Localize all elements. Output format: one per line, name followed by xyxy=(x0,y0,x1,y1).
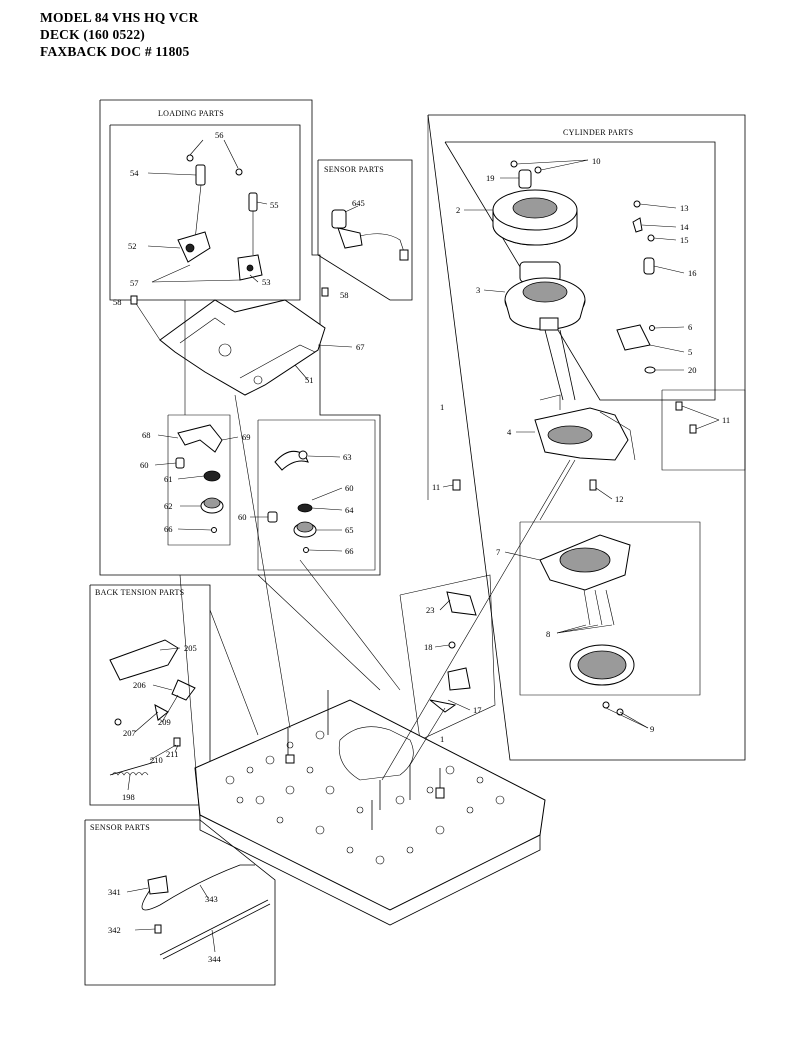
callout-66-left: 66 xyxy=(164,524,173,534)
loading-arm-assembly xyxy=(177,231,263,281)
callout-4: 4 xyxy=(507,427,512,437)
callout-5: 5 xyxy=(688,347,692,357)
loading-gears-left xyxy=(167,414,231,546)
callout-63: 63 xyxy=(343,452,352,462)
callout-207: 207 xyxy=(123,728,136,738)
callout-3: 3 xyxy=(476,285,480,295)
callout-55: 55 xyxy=(270,200,279,210)
callout-66-right: 66 xyxy=(345,546,354,556)
loading-plate xyxy=(130,287,329,396)
callout-12: 12 xyxy=(615,494,624,504)
header-deck: DECK (160 0522) xyxy=(40,27,145,42)
sensor-top-frame xyxy=(317,159,413,301)
document-header: MODEL 84 VHS HQ VCR DECK (160 0522) FAXB… xyxy=(40,9,199,60)
header-model: MODEL 84 VHS HQ VCR xyxy=(40,10,199,25)
callout-67: 67 xyxy=(356,342,365,352)
callout-60-right: 60 xyxy=(345,483,354,493)
callout-16: 16 xyxy=(688,268,697,278)
callout-labels: 56 54 55 52 57 53 58 58 645 67 51 68 69 … xyxy=(108,130,730,964)
header-faxback: FAXBACK DOC # 11805 xyxy=(40,44,190,59)
back-tension-frame xyxy=(89,584,211,806)
callout-58-right: 58 xyxy=(340,290,349,300)
callout-10: 10 xyxy=(592,156,601,166)
callout-343: 343 xyxy=(205,894,218,904)
callout-209: 209 xyxy=(158,717,171,727)
sensor-top-group: SENSOR PARTS xyxy=(317,159,413,301)
sensor-bottom-group: SENSOR PARTS xyxy=(84,819,276,986)
cylinder-title: CYLINDER PARTS xyxy=(563,128,633,137)
callout-23: 23 xyxy=(426,605,435,615)
callout-18: 18 xyxy=(424,642,433,652)
callout-206: 206 xyxy=(133,680,146,690)
callout-54: 54 xyxy=(130,168,139,178)
callout-17: 17 xyxy=(473,705,482,715)
callout-69: 69 xyxy=(242,432,251,442)
cylinder-outer-frame xyxy=(427,114,746,761)
callout-11-left: 11 xyxy=(432,482,440,492)
callout-19: 19 xyxy=(486,173,495,183)
callout-68: 68 xyxy=(142,430,151,440)
sensor-bottom-frame xyxy=(84,819,276,986)
callout-65: 65 xyxy=(345,525,354,535)
cylinder-base xyxy=(534,394,636,491)
callout-6: 6 xyxy=(688,322,692,332)
loading-subframe xyxy=(109,124,301,301)
callout-9: 9 xyxy=(650,724,654,734)
lower-drum xyxy=(504,261,586,401)
callout-51: 51 xyxy=(305,375,314,385)
callout-61: 61 xyxy=(164,474,173,484)
loading-parts-frame xyxy=(99,99,381,576)
callout-341: 341 xyxy=(108,887,121,897)
callout-1-lower: 1 xyxy=(440,734,444,744)
callout-342: 342 xyxy=(108,925,121,935)
callout-13: 13 xyxy=(680,203,689,213)
sensor-bottom-title: SENSOR PARTS xyxy=(90,823,150,832)
callout-20: 20 xyxy=(688,365,697,375)
callout-210: 210 xyxy=(150,755,163,765)
callout-14: 14 xyxy=(680,222,689,232)
callout-645: 645 xyxy=(352,198,365,208)
sensor-top-title: SENSOR PARTS xyxy=(324,165,384,174)
cylinder-small-parts xyxy=(616,200,656,374)
loading-screws xyxy=(186,154,258,255)
leader-lines xyxy=(126,115,720,953)
callout-15: 15 xyxy=(680,235,689,245)
callout-8: 8 xyxy=(546,629,550,639)
callout-53: 53 xyxy=(262,277,271,287)
cylinder-group: CYLINDER PARTS xyxy=(427,114,746,761)
callout-62: 62 xyxy=(164,501,173,511)
back-tension-group: BACK TENSION PARTS xyxy=(89,584,211,806)
chassis-posts xyxy=(285,690,445,830)
callout-198: 198 xyxy=(122,792,135,802)
back-tension-title: BACK TENSION PARTS xyxy=(95,588,184,597)
upper-drum xyxy=(492,160,578,246)
loading-parts-group: LOADING PARTS xyxy=(99,99,381,576)
callout-64: 64 xyxy=(345,505,354,515)
main-chassis xyxy=(194,690,546,926)
chassis-holes xyxy=(225,730,505,865)
callout-52: 52 xyxy=(128,241,137,251)
callout-205: 205 xyxy=(184,643,197,653)
callout-1-upper: 1 xyxy=(440,402,444,412)
callout-60-mid: 60 xyxy=(238,512,247,522)
callout-344: 344 xyxy=(208,954,222,964)
callout-2: 2 xyxy=(456,205,460,215)
callout-7: 7 xyxy=(496,547,500,557)
callout-58-left: 58 xyxy=(113,297,122,307)
callout-60-left: 60 xyxy=(140,460,149,470)
loading-parts-title: LOADING PARTS xyxy=(158,109,224,118)
callout-56: 56 xyxy=(215,130,224,140)
callout-57: 57 xyxy=(130,278,139,288)
callout-11-right: 11 xyxy=(722,415,730,425)
middle-parts-group xyxy=(399,574,496,741)
loading-gears-right xyxy=(257,419,376,571)
callout-211: 211 xyxy=(166,749,178,759)
